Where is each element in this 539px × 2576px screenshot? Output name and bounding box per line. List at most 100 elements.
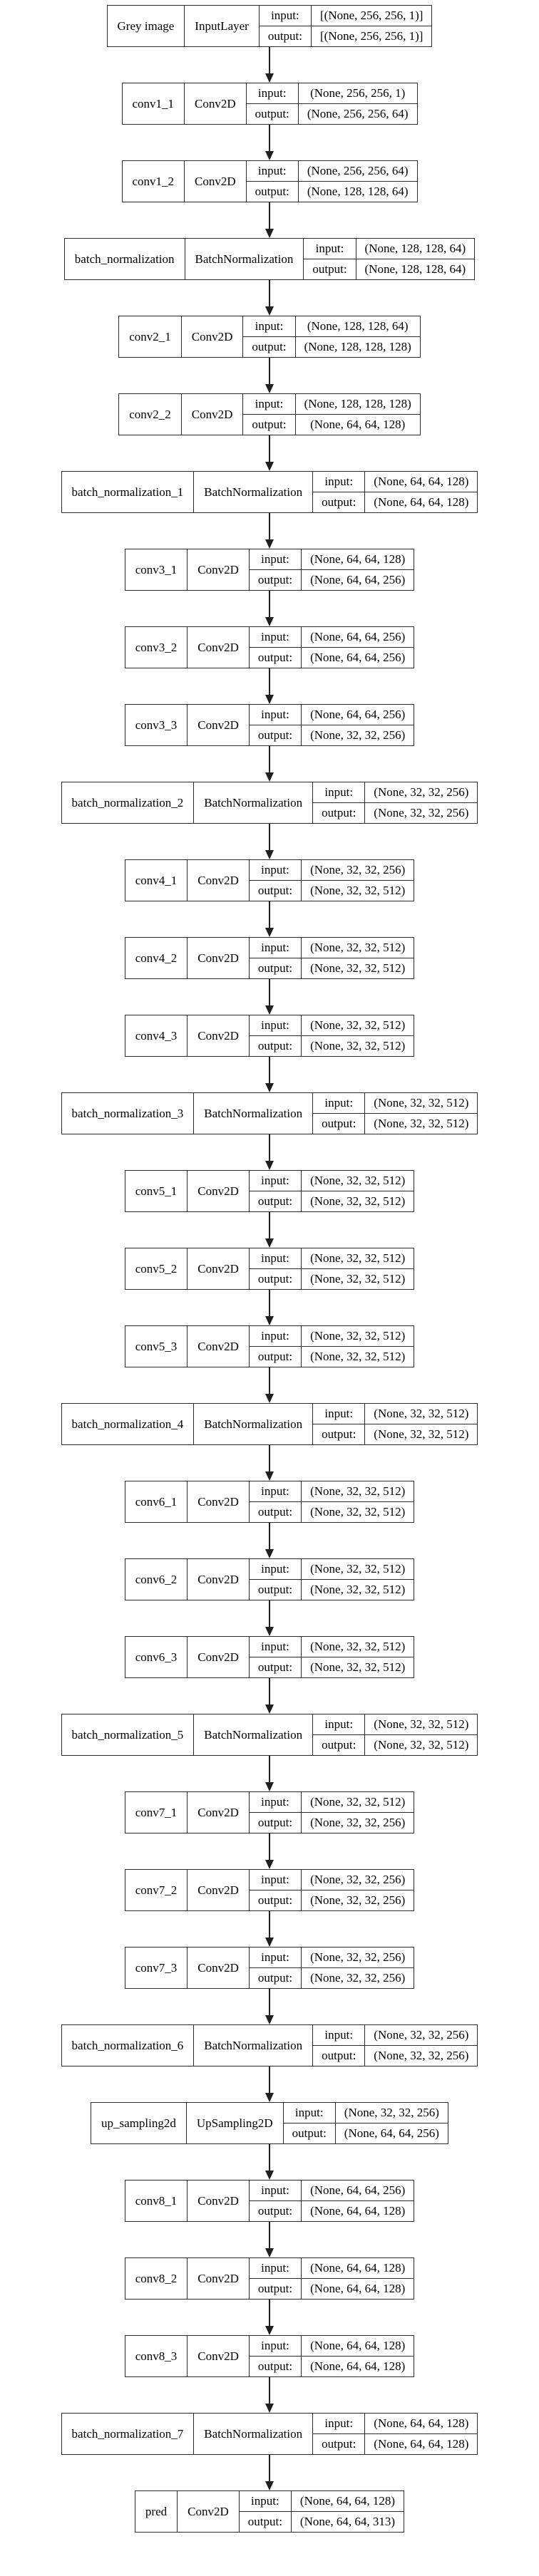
flow-arrow (122, 125, 418, 160)
input-shape: (None, 32, 32, 512) (301, 1481, 415, 1502)
flow-arrow (125, 746, 415, 782)
layer-node: conv8_2 Conv2D input: (None, 64, 64, 128… (124, 2257, 415, 2300)
flow-arrow (125, 1212, 415, 1248)
input-label: input: (242, 316, 296, 337)
layer-name: conv1_1 (121, 83, 185, 125)
flow-arrow (125, 1911, 415, 1947)
layer-node-wrap: batch_normalization_4 BatchNormalization… (61, 1403, 478, 1481)
arrow-head-icon (265, 1161, 274, 1170)
arrow-head-icon (265, 1549, 274, 1558)
layer-type: BatchNormalization (184, 238, 304, 280)
flow-arrow (125, 668, 415, 704)
layer-node-wrap: conv1_2 Conv2D input: (None, 256, 256, 6… (121, 160, 418, 238)
output-shape: (None, 32, 32, 512) (301, 1346, 415, 1367)
arrow-shaft (269, 979, 270, 1005)
output-label: output: (248, 2278, 302, 2300)
output-label: output: (248, 1501, 302, 1523)
layer-node-wrap: conv8_2 Conv2D input: (None, 64, 64, 128… (124, 2257, 415, 2335)
layer-node-wrap: conv6_1 Conv2D input: (None, 32, 32, 512… (124, 1481, 415, 1558)
output-shape: (None, 32, 32, 512) (301, 880, 415, 901)
layer-node: conv2_2 Conv2D input: (None, 128, 128, 1… (118, 393, 421, 435)
output-label: output: (312, 1113, 366, 1134)
layer-node: conv6_3 Conv2D input: (None, 32, 32, 512… (124, 1636, 415, 1678)
arrow-head-icon (265, 1705, 274, 1714)
input-shape: (None, 32, 32, 256) (301, 859, 415, 881)
input-label: input: (312, 1092, 366, 1114)
flow-arrow (125, 1678, 415, 1714)
output-shape: (None, 64, 64, 128) (301, 2200, 415, 2222)
flow-arrow (61, 2067, 478, 2102)
layer-type: Conv2D (187, 1791, 250, 1833)
output-shape: (None, 32, 32, 256) (301, 1812, 415, 1833)
arrow-shaft (269, 2455, 270, 2481)
arrow-shaft (269, 1600, 270, 1627)
layer-type: BatchNormalization (193, 1403, 314, 1445)
arrow-head-icon (265, 2248, 274, 2257)
flow-arrow (61, 2455, 478, 2490)
input-label: input: (248, 859, 302, 881)
input-label: input: (312, 2413, 366, 2434)
output-shape: (None, 32, 32, 256) (301, 725, 415, 746)
layer-type: Conv2D (184, 83, 247, 125)
output-label: output: (248, 1035, 302, 1057)
layer-node: conv8_3 Conv2D input: (None, 64, 64, 128… (124, 2335, 415, 2377)
output-label: output: (248, 1967, 302, 1989)
layer-node-wrap: conv8_3 Conv2D input: (None, 64, 64, 128… (124, 2335, 415, 2413)
layer-name: conv4_1 (124, 859, 188, 901)
arrow-shaft (269, 1911, 270, 1938)
flow-arrow (125, 1367, 415, 1403)
output-label: output: (248, 2200, 302, 2222)
layer-node: conv8_1 Conv2D input: (None, 64, 64, 256… (124, 2180, 415, 2222)
arrow-shaft (269, 1057, 270, 1083)
output-shape: (None, 64, 64, 128) (301, 2278, 415, 2300)
arrow-head-icon (265, 850, 274, 859)
arrow-shaft (269, 1367, 270, 1394)
arrow-shaft (269, 901, 270, 928)
layer-type: Conv2D (187, 1869, 250, 1911)
arrow-head-icon (265, 1782, 274, 1791)
layer-type: Conv2D (184, 160, 247, 202)
layer-node: batch_normalization_2 BatchNormalization… (61, 782, 478, 824)
output-label: output: (248, 725, 302, 746)
arrow-head-icon (265, 1627, 274, 1636)
layer-node-wrap: Grey image InputLayer input: [(None, 256… (106, 5, 433, 83)
layer-type: Conv2D (187, 1947, 250, 1989)
layer-node: conv4_3 Conv2D input: (None, 32, 32, 512… (124, 1015, 415, 1057)
layer-node: conv7_1 Conv2D input: (None, 32, 32, 512… (124, 1791, 415, 1833)
output-shape: (None, 128, 128, 64) (297, 181, 418, 202)
layer-node: conv2_1 Conv2D input: (None, 128, 128, 6… (118, 316, 421, 358)
flow-arrow (61, 1134, 478, 1170)
input-shape: (None, 32, 32, 512) (364, 1403, 478, 1424)
layer-node: conv5_3 Conv2D input: (None, 32, 32, 512… (124, 1325, 415, 1367)
output-label: output: (248, 1268, 302, 1290)
output-label: output: (248, 958, 302, 979)
output-shape: (None, 64, 64, 256) (301, 647, 415, 668)
layer-node-wrap: batch_normalization BatchNormalization i… (63, 238, 476, 316)
input-shape: (None, 64, 64, 128) (364, 2413, 478, 2434)
input-label: input: (248, 704, 302, 725)
flow-arrow (61, 513, 478, 549)
flow-arrow (125, 2222, 415, 2257)
layer-node: conv5_2 Conv2D input: (None, 32, 32, 512… (124, 1248, 415, 1290)
output-shape: [(None, 256, 256, 1)] (310, 26, 433, 47)
input-label: input: (248, 2335, 302, 2357)
layer-type: Conv2D (187, 1558, 250, 1600)
arrow-shaft (269, 435, 270, 462)
input-label: input: (248, 2257, 302, 2279)
flow-arrow (125, 2300, 415, 2335)
input-shape: (None, 128, 128, 64) (355, 238, 476, 259)
layer-name: batch_normalization_4 (61, 1403, 195, 1445)
arrow-shaft (269, 2300, 270, 2326)
flow-arrow (125, 1989, 415, 2024)
layer-type: BatchNormalization (193, 2413, 314, 2455)
input-label: input: (248, 626, 302, 648)
layer-name: pred (134, 2490, 178, 2533)
input-shape: (None, 32, 32, 512) (364, 1092, 478, 1114)
output-label: output: (245, 103, 299, 125)
input-label: input: (238, 2490, 292, 2512)
input-shape: (None, 32, 32, 512) (301, 1325, 415, 1347)
arrow-head-icon (265, 695, 274, 704)
flow-arrow (125, 1600, 415, 1636)
layer-name: conv1_2 (121, 160, 185, 202)
flow-arrow (61, 1756, 478, 1791)
